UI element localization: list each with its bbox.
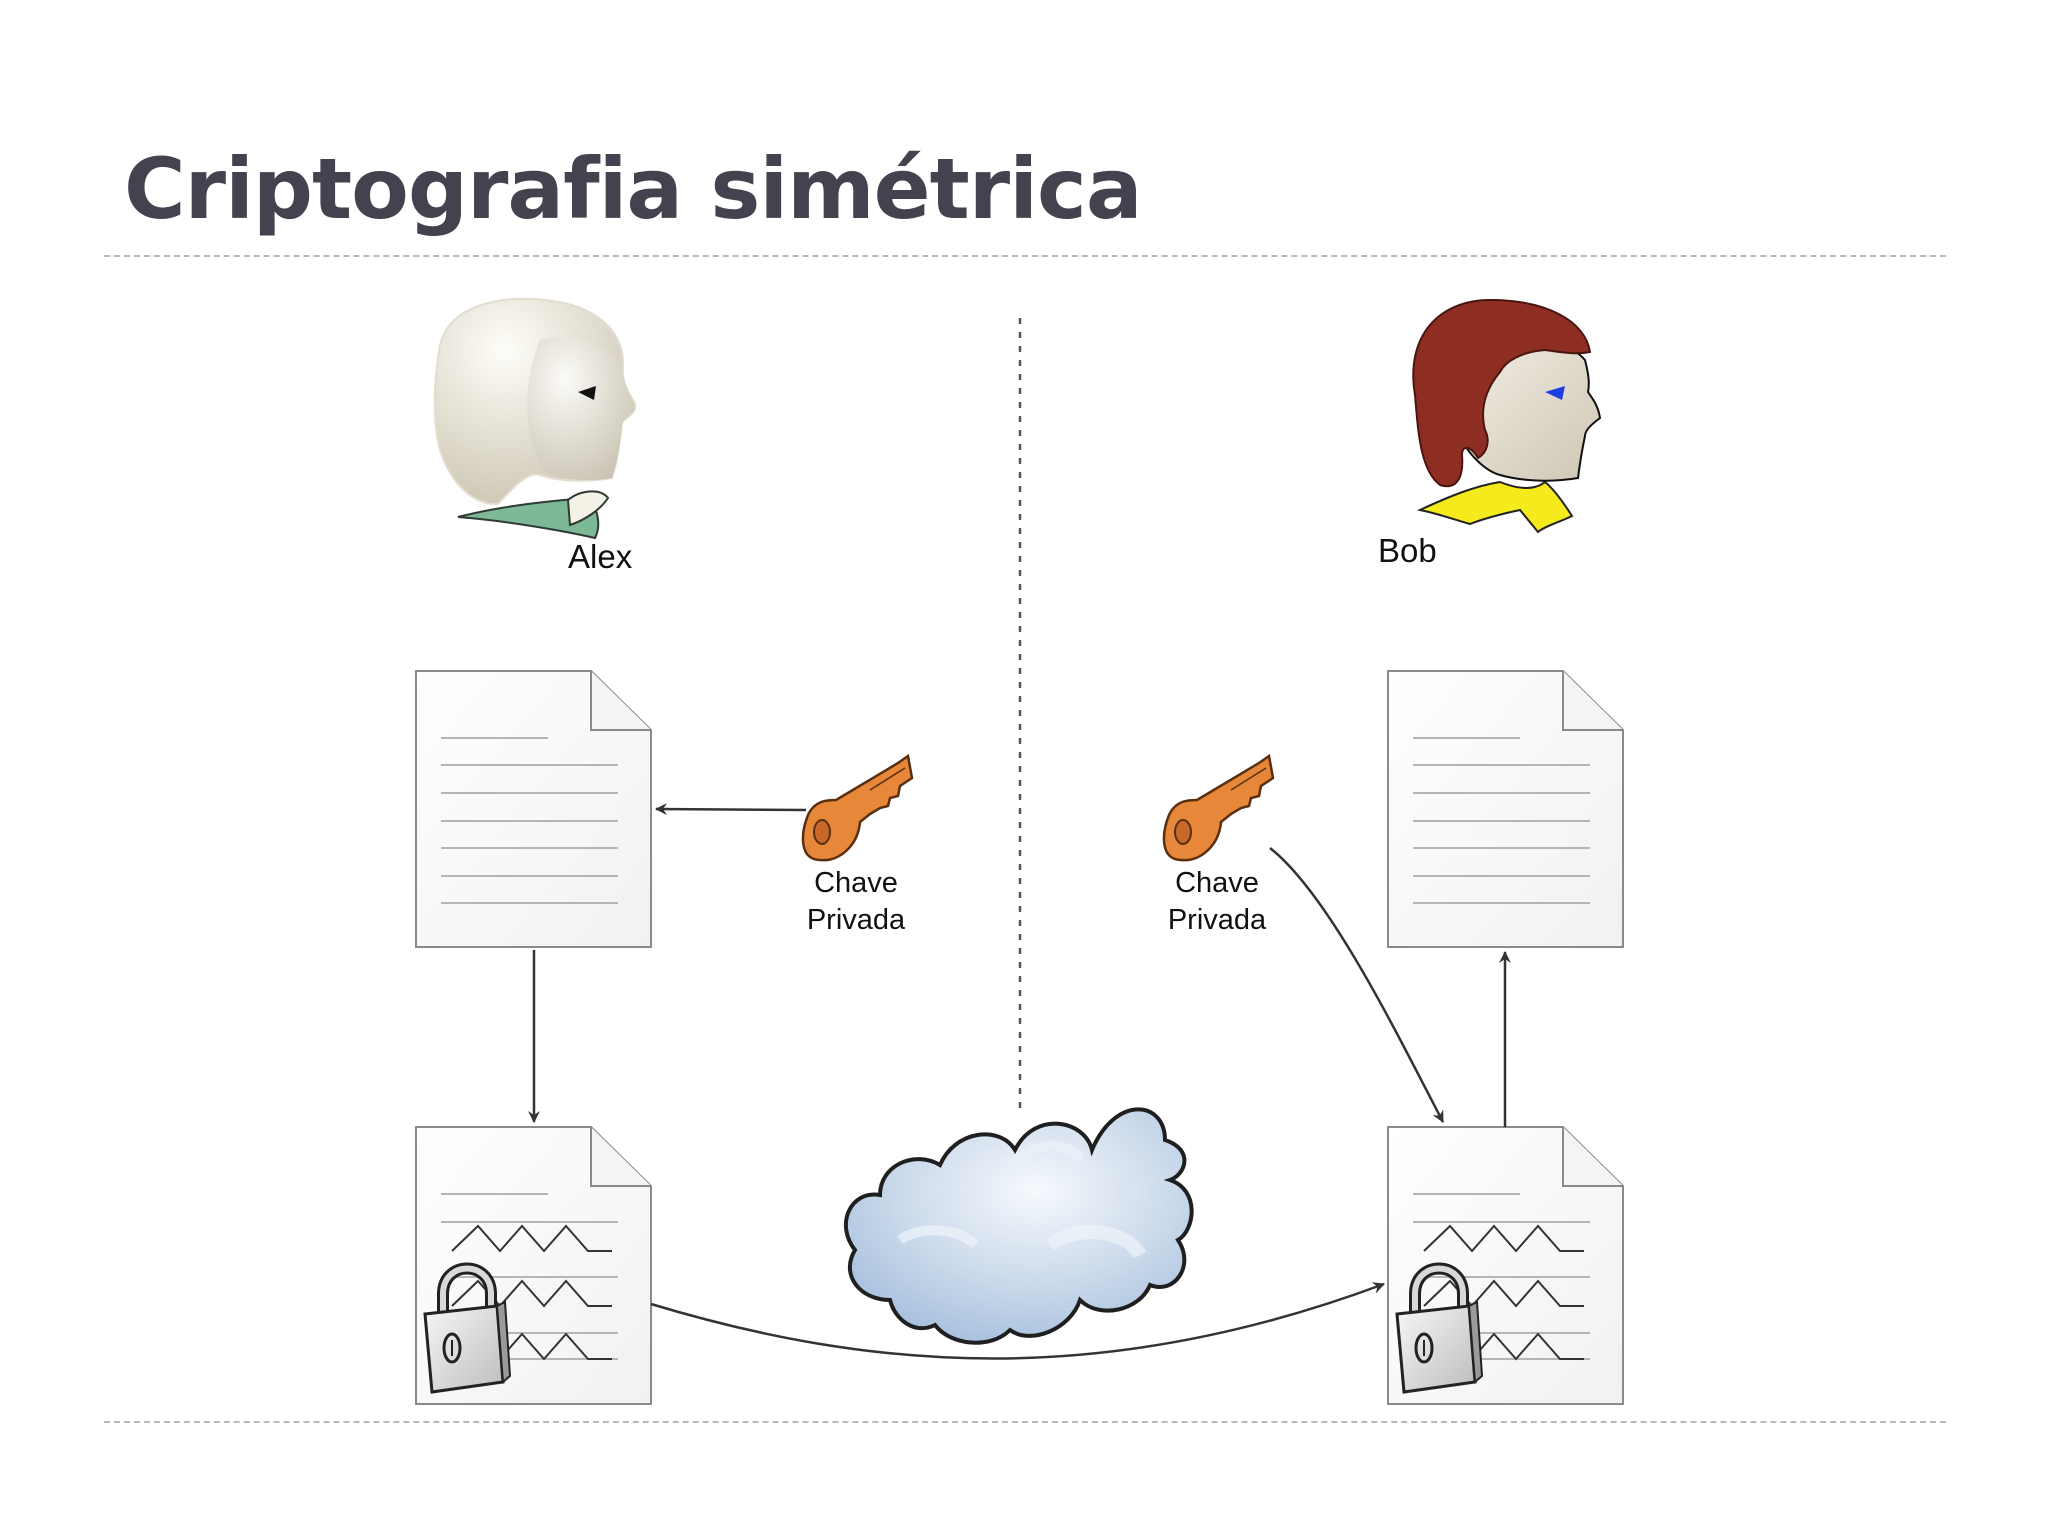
alex-name-label: Alex bbox=[568, 538, 633, 575]
alex-key-label-line2: Privada bbox=[807, 904, 906, 936]
bob-key-icon bbox=[1162, 753, 1275, 862]
alex-avatar-icon bbox=[433, 297, 637, 540]
slide-title: Criptografia simétrica bbox=[124, 140, 1142, 238]
bob-key-label-line2: Privada bbox=[1168, 904, 1267, 936]
bob-plain-document-icon bbox=[1387, 670, 1624, 948]
bob-avatar-icon bbox=[1412, 298, 1602, 534]
key-to-alex-document-arrow bbox=[655, 803, 807, 816]
bob-padlock-icon bbox=[1395, 1262, 1484, 1394]
bob-name-label: Bob bbox=[1378, 532, 1437, 569]
bob-key-to-document-arrow bbox=[1269, 847, 1445, 1123]
alex-padlock-icon bbox=[423, 1262, 512, 1394]
bob-key-label-line1: Chave bbox=[1175, 867, 1259, 899]
alex-key-icon bbox=[801, 753, 914, 862]
alex-key-label-line1: Chave bbox=[814, 867, 898, 899]
alex-plain-document-icon bbox=[415, 670, 652, 948]
transmission-arrow bbox=[650, 1282, 1385, 1360]
top-divider bbox=[104, 255, 1946, 257]
bottom-divider bbox=[104, 1421, 1946, 1423]
cloud-icon bbox=[844, 1107, 1194, 1345]
